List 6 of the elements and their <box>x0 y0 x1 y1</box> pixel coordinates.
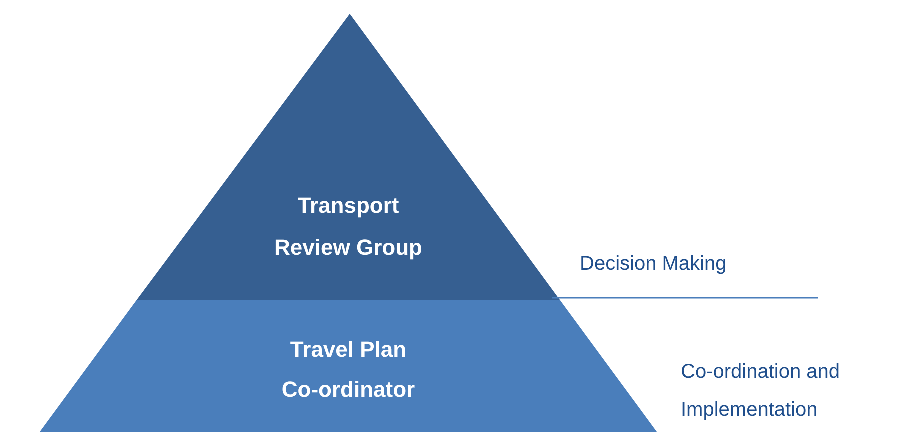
level-role-label: Co-ordination and Implementation <box>681 360 841 423</box>
level-role-label: Decision Making <box>580 252 728 277</box>
level-title: Travel Plan Co-ordinator <box>280 336 416 404</box>
level-title: Transport Review Group <box>274 192 424 262</box>
pyramid-level <box>40 300 657 432</box>
pyramid-level <box>137 14 560 300</box>
